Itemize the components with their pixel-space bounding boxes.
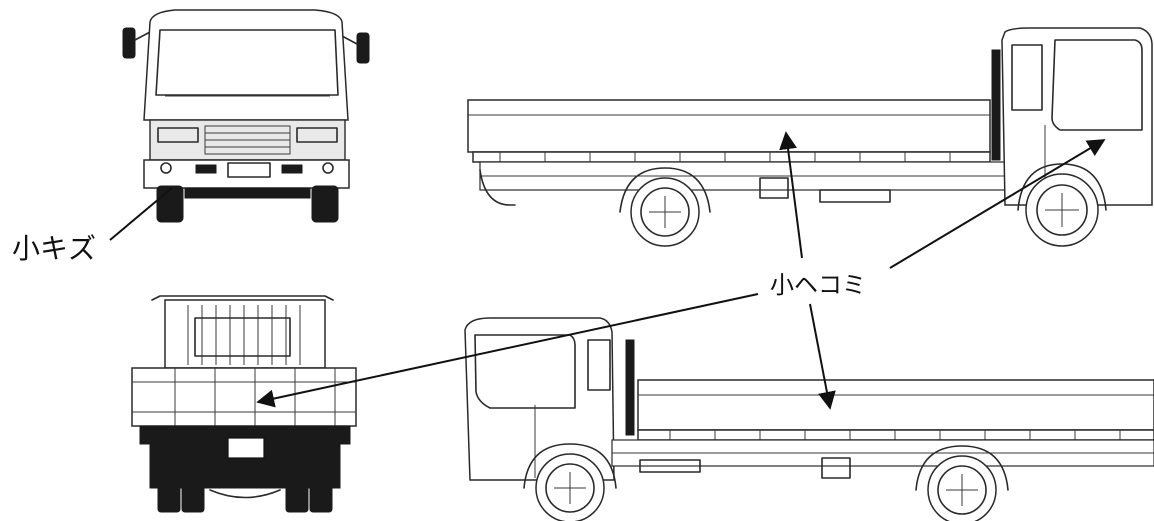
truck-side-view-left xyxy=(464,317,1154,521)
arrow-to-rear-tailgate xyxy=(256,293,759,408)
small-dent-label: 小ヘコミ xyxy=(770,271,866,299)
small-dent-callout: 小ヘコミ xyxy=(256,131,1106,410)
arrow-to-upper-cab-door xyxy=(889,139,1106,269)
small-scratch-label: 小キズ xyxy=(12,232,96,265)
truck-side-view-right xyxy=(467,27,1153,247)
arrow-to-lower-bed xyxy=(809,303,836,410)
truck-front-view xyxy=(122,9,370,223)
truck-rear-view xyxy=(131,295,357,513)
small-scratch-pointer xyxy=(109,187,173,241)
arrow-to-upper-bed xyxy=(779,131,803,259)
small-scratch-callout: 小キズ xyxy=(12,187,173,265)
